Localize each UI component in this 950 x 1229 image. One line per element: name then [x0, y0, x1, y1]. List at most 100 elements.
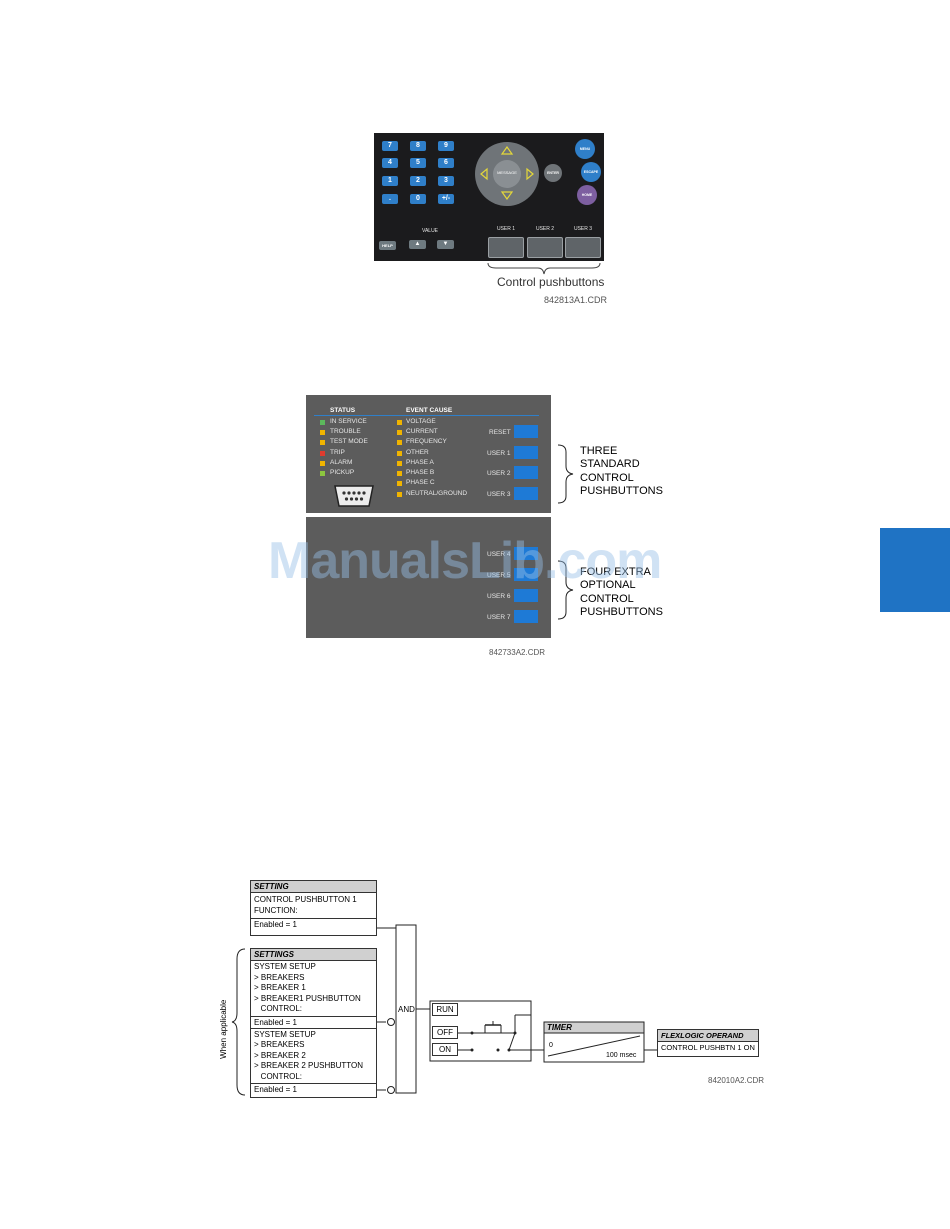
- trouble-led: [320, 430, 325, 435]
- trip-label: TRIP: [330, 449, 345, 456]
- phase-b-led: [397, 471, 402, 476]
- settings-b2-line-1: SYSTEM SETUP: [254, 1029, 316, 1039]
- test-mode-led: [320, 440, 325, 445]
- settings-b1-line-2: > BREAKERS: [254, 972, 305, 982]
- settings-b1-line-1: SYSTEM SETUP: [254, 962, 316, 971]
- reset-button[interactable]: [514, 425, 538, 438]
- reset-label: RESET: [489, 429, 511, 436]
- setting-header: SETTING: [251, 881, 376, 893]
- four-extra-label: FOUR EXTRA OPTIONAL CONTROL PUSHBUTTONS: [580, 566, 663, 618]
- user-4-panel-button[interactable]: [514, 547, 538, 560]
- settings-b1-line-4: > BREAKER1 PUSHBUTTON: [254, 993, 361, 1003]
- user-3-pushbutton[interactable]: [565, 237, 601, 258]
- timer-header: TIMER: [547, 1023, 572, 1032]
- voltage-led: [397, 420, 402, 425]
- setting-line-2: FUNCTION:: [254, 905, 298, 915]
- off-label: OFF: [432, 1026, 458, 1039]
- operand-header: FLEXLOGIC OPERAND: [658, 1030, 758, 1042]
- key-1[interactable]: 1: [382, 176, 398, 186]
- user-7-panel-button[interactable]: [514, 610, 538, 623]
- control-pushbuttons-bracket: [487, 262, 601, 275]
- user-3-panel-button[interactable]: [514, 487, 538, 500]
- key-3[interactable]: 3: [438, 176, 454, 186]
- help-button[interactable]: HELP: [379, 241, 396, 250]
- left-arrow-icon: [480, 167, 488, 181]
- key-plus-minus[interactable]: +/-: [438, 194, 454, 204]
- user-1-pushbutton[interactable]: [488, 237, 524, 258]
- key-7[interactable]: 7: [382, 141, 398, 151]
- user-2-label: USER 2: [535, 226, 555, 232]
- phase-a-led: [397, 461, 402, 466]
- escape-button[interactable]: ESCAPE: [581, 162, 601, 182]
- key-4[interactable]: 4: [382, 158, 398, 168]
- down-arrow-icon: [500, 191, 514, 201]
- user-2-pushbutton[interactable]: [527, 237, 563, 258]
- setting-value: Enabled = 1: [251, 918, 376, 930]
- frequency-led: [397, 440, 402, 445]
- settings-b1-line-5: CONTROL:: [254, 1004, 303, 1013]
- neutral-ground-label: NEUTRAL/GROUND: [406, 490, 468, 497]
- three-standard-label: THREE STANDARD CONTROL PUSHBUTTONS: [580, 445, 663, 497]
- neutral-ground-led: [397, 492, 402, 497]
- user-1-panel-label: USER 1: [487, 450, 511, 457]
- settings-value-2: Enabled = 1: [251, 1083, 376, 1095]
- setting-box: SETTING CONTROL PUSHBUTTON 1 FUNCTION: E…: [250, 880, 377, 936]
- user-3-label: USER 3: [573, 226, 593, 232]
- user-1-panel-button[interactable]: [514, 446, 538, 459]
- status-header: STATUS: [330, 407, 356, 414]
- value-label: VALUE: [421, 228, 439, 234]
- watermark: ManualsLib.com: [268, 532, 662, 590]
- test-mode-label: TEST MODE: [330, 438, 368, 445]
- phase-c-label: PHASE C: [406, 479, 435, 486]
- user-5-panel-label: USER 5: [487, 572, 511, 579]
- logic-figure-code: 842010A2.CDR: [708, 1076, 765, 1085]
- status-figure-code: 842733A2.CDR: [489, 648, 546, 657]
- key-decimal[interactable]: .: [382, 194, 398, 204]
- in-service-label: IN SERVICE: [330, 418, 367, 425]
- user-2-panel-button[interactable]: [514, 466, 538, 479]
- user-2-panel-label: USER 2: [487, 470, 511, 477]
- key-5[interactable]: 5: [410, 158, 426, 168]
- settings-b2-line-3: > BREAKER 2: [254, 1050, 306, 1060]
- menu-button[interactable]: MENU: [575, 139, 595, 159]
- enter-button[interactable]: ENTER: [544, 164, 562, 182]
- other-led: [397, 451, 402, 456]
- settings-box: SETTINGS SYSTEM SETUP > BREAKERS > BREAK…: [250, 948, 377, 1098]
- phase-c-led: [397, 481, 402, 486]
- three-standard-brace: [557, 444, 574, 504]
- setting-line-1: CONTROL PUSHBUTTON 1: [254, 895, 357, 904]
- alarm-label: ALARM: [330, 459, 353, 466]
- and-gate-label: AND: [398, 1005, 415, 1014]
- home-button[interactable]: HOME: [577, 185, 597, 205]
- operand-value: CONTROL PUSHBTN 1 ON: [661, 1043, 755, 1052]
- key-8[interactable]: 8: [410, 141, 426, 151]
- key-6[interactable]: 6: [438, 158, 454, 168]
- settings-value-1: Enabled = 1: [251, 1015, 376, 1029]
- value-up-button[interactable]: ▲: [409, 240, 426, 249]
- timer-end: 100 msec: [606, 1052, 637, 1059]
- when-applicable-label: When applicable: [218, 999, 228, 1059]
- user-6-panel-button[interactable]: [514, 589, 538, 602]
- key-2[interactable]: 2: [410, 176, 426, 186]
- timer-start: 0: [549, 1042, 553, 1049]
- frequency-label: FREQUENCY: [406, 438, 447, 445]
- value-down-button[interactable]: ▼: [437, 240, 454, 249]
- serial-port-icon: [334, 485, 374, 507]
- chapter-tab: [880, 528, 950, 612]
- settings-header: SETTINGS: [251, 949, 376, 961]
- key-9[interactable]: 9: [438, 141, 454, 151]
- user-4-panel-label: USER 4: [487, 551, 511, 558]
- on-label: ON: [432, 1043, 458, 1056]
- settings-b2-line-4: > BREAKER 2 PUSHBUTTON: [254, 1061, 363, 1070]
- settings-b1-line-3: > BREAKER 1: [254, 983, 306, 992]
- alarm-led: [320, 461, 325, 466]
- user-6-panel-label: USER 6: [487, 593, 511, 600]
- control-pushbuttons-label: Control pushbuttons: [497, 275, 605, 289]
- user-5-panel-button[interactable]: [514, 568, 538, 581]
- other-label: OTHER: [406, 449, 429, 456]
- status-panel-upper: STATUS EVENT CAUSE IN SERVICE TROUBLE TE…: [306, 395, 551, 513]
- phase-b-label: PHASE B: [406, 469, 435, 476]
- message-nav-pad[interactable]: [474, 141, 540, 207]
- user-1-label: USER 1: [496, 226, 516, 232]
- key-0[interactable]: 0: [410, 194, 426, 204]
